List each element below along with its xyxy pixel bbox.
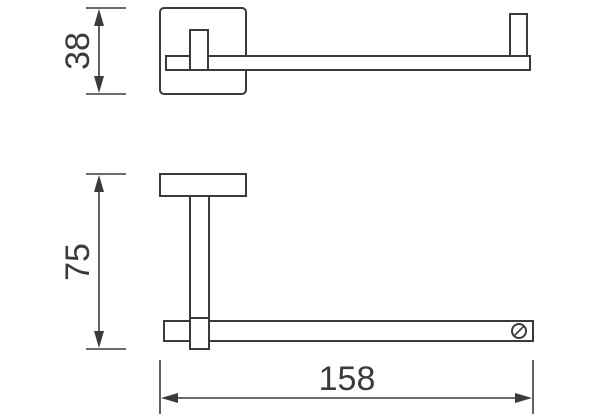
dimension-75: 75	[59, 173, 126, 350]
top-view-end-stop	[509, 13, 528, 57]
dimension-158: 158	[159, 360, 534, 414]
dimension-158-label: 158	[319, 360, 376, 398]
front-view-wall-plate	[159, 173, 247, 197]
front-view-end-cap-screw	[511, 323, 527, 339]
front-view	[159, 173, 534, 350]
dimension-75-label: 75	[59, 243, 97, 281]
top-view-mount-block	[189, 29, 209, 71]
dimension-38: 38	[59, 7, 126, 95]
top-view-holder-arm	[165, 55, 531, 71]
top-view	[159, 7, 531, 95]
front-view-post-overlay	[189, 317, 210, 350]
dimension-38-label: 38	[59, 32, 97, 70]
front-view-horizontal-bar	[163, 320, 534, 342]
